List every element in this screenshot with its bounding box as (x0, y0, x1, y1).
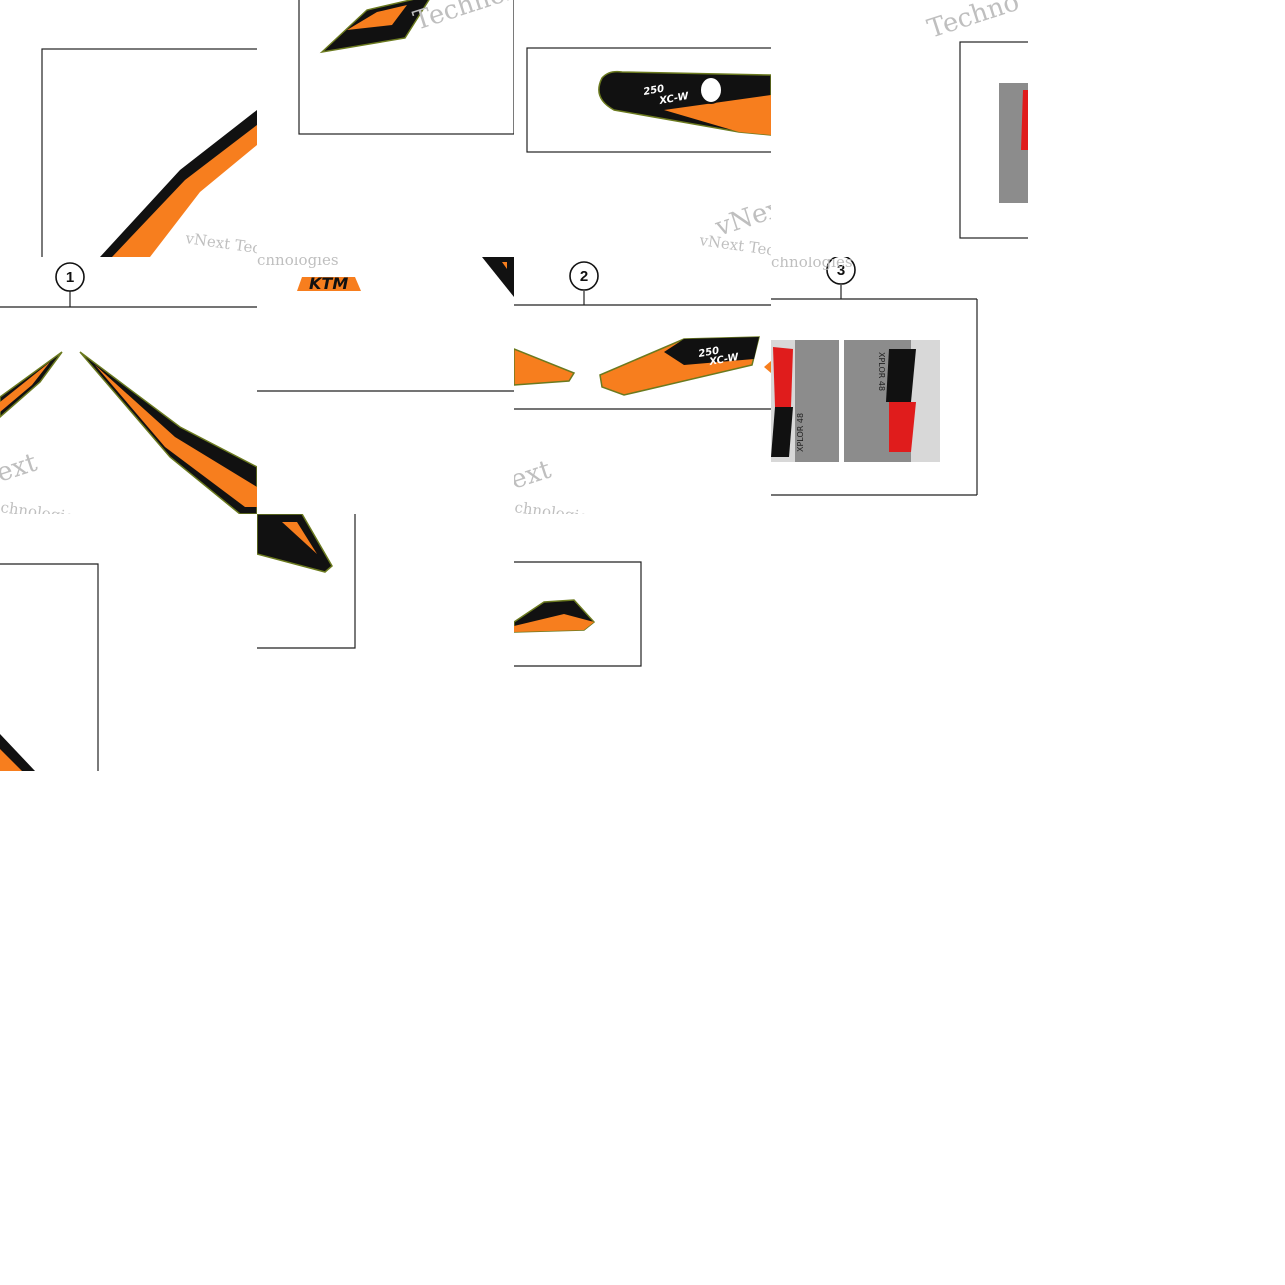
fork-decal-right: XPLOR 48 (844, 340, 940, 462)
tile-r1-c1: KTM chnologies (257, 257, 514, 514)
fork-decal-left: XPLOR 48 (771, 340, 839, 462)
ktm-logo-text: KTM (309, 274, 348, 293)
watermark-text: ext (0, 447, 41, 488)
tile-r0-c0: vNext Tec (0, 0, 257, 257)
svg-text:1: 1 (66, 269, 74, 286)
model-variant-text: XC-W (658, 91, 691, 107)
model-variant-text: XC-W (708, 352, 741, 368)
fork-label-text: XPLOR 48 (877, 352, 886, 391)
watermark-text: Technologies (410, 0, 514, 37)
svg-text:2: 2 (580, 268, 588, 285)
watermark-text: vNext (711, 190, 771, 243)
watermark-text: chnologies (514, 498, 597, 514)
tile-r2-c0 (0, 514, 257, 771)
tile-r1-c3: 3 XPLOR 48 XPLOR 48 chnologies (771, 257, 1028, 514)
fork-label-text: XPLOR 48 (796, 413, 805, 452)
svg-text:3: 3 (837, 262, 845, 279)
tile-r1-c0: 1 ext chnologies (0, 257, 257, 514)
tile-r0-c2: 250 XC-W vNext Tec vNext (514, 0, 771, 257)
tile-r0-c3: Techno (771, 0, 1028, 257)
model-number-text: 250 (643, 83, 666, 97)
tile-r2-c1 (257, 514, 514, 771)
callout-2: 2 (569, 261, 599, 291)
tile-r1-c2: 2 250 XC-W ext chnologies (514, 257, 771, 514)
watermark-text: chnologies (257, 257, 339, 269)
tile-r2-c3 (771, 514, 1028, 771)
callout-3: 3 (826, 257, 856, 285)
watermark-text: chnologies (771, 257, 853, 271)
watermark-text: Techno (924, 0, 1023, 45)
watermark-text: chnologies (0, 498, 83, 514)
ktm-logo-decal: KTM (297, 274, 361, 293)
callout-1: 1 (55, 262, 85, 292)
tile-r0-c1: Technologies (257, 0, 514, 257)
watermark-text: ext (514, 454, 555, 495)
model-number-text: 250 (698, 345, 721, 359)
watermark-text: vNext Tec (183, 229, 257, 257)
tile-r2-c2 (514, 514, 771, 771)
